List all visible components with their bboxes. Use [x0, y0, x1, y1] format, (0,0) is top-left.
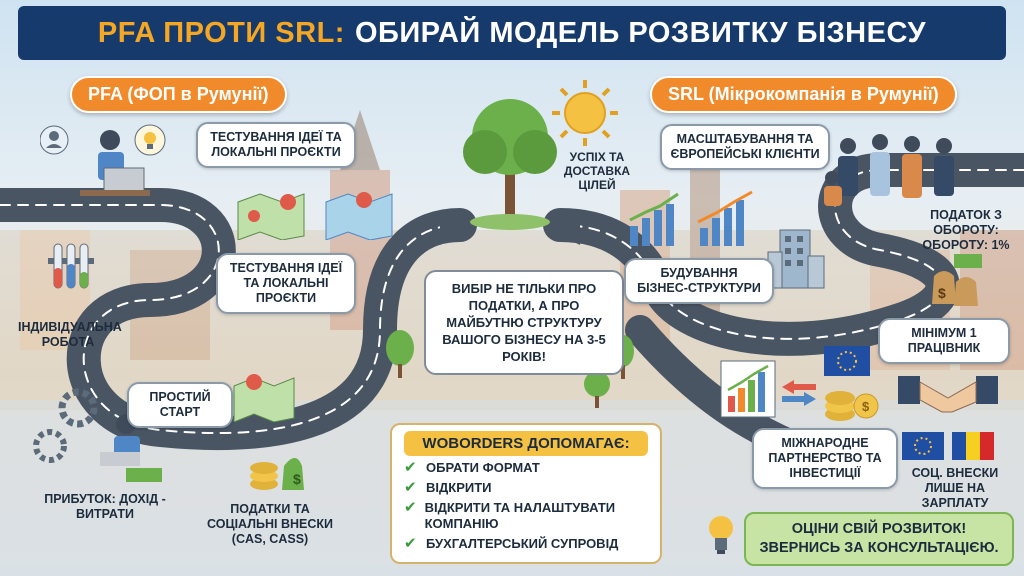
taxes-label: ПОДАТКИ ТА СОЦІАЛЬНІ ВНЕСКИ (CAS, CASS) [207, 502, 333, 546]
freelancer-laptop-illustration [40, 125, 150, 196]
individual-work-label: ІНДИВІДУАЛЬНА РОБОТА [18, 320, 122, 349]
min-worker-bubble: МІНІМУМ 1 ПРАЦІВНИК [878, 318, 1010, 364]
bar-chart-icon [720, 360, 776, 418]
check-icon: ✔ [404, 499, 417, 516]
turnover-tax-label: ПОДАТОК З ОБОРОТУ: ОБОРОТУ: 1% [922, 208, 1010, 252]
consultation-cta[interactable]: ОЦІНИ СВІЙ РОЗВИТОК! ЗВЕРНИСЬ ЗА КОНСУЛЬ… [744, 512, 1014, 566]
title-banner: PFA ПРОТИ SRL: ОБИРАЙ МОДЕЛЬ РОЗВИТКУ БІ… [18, 6, 1006, 60]
arrow-head-right [540, 210, 580, 245]
eu-flag-icon [824, 346, 870, 376]
map-pin-icon [237, 193, 305, 240]
lightbulb-cta-icon [709, 516, 733, 554]
help-item-text: ОБРАТИ ФОРМАТ [426, 460, 540, 475]
test-idea-top-bubble: ТЕСТУВАННЯ ІДЕЇ ТА ЛОКАЛЬНІ ПРОЄКТИ [196, 122, 356, 168]
growth-charts-icon [629, 190, 753, 246]
building-bubble: БУДУВАННЯ БІЗНЕС-СТРУКТУРИ [624, 258, 774, 304]
office-building-icon [767, 229, 825, 289]
team-people-illustration [824, 134, 954, 206]
help-item-text: ВІДКРИТИ [426, 480, 492, 495]
coins-icon: $ [825, 391, 879, 421]
help-item: ✔ БУХГАЛТЕРСЬКИЙ СУПРОВІД [404, 536, 648, 552]
exchange-arrows-icon [782, 380, 816, 406]
help-item: ✔ ВІДКРИТИ ТА НАЛАШТУВАТИ КОМПАНІЮ [404, 500, 648, 532]
check-icon: ✔ [404, 535, 417, 552]
success-tree-illustration [463, 99, 557, 230]
partnership-bubble: МІЖНАРОДНЕ ПАРТНЕРСТВО ТА ІНВЕСТИЦІЇ [752, 428, 898, 489]
check-icon: ✔ [404, 479, 417, 496]
handshake-icon [898, 376, 998, 413]
choice-box: ВИБІР НЕ ТІЛЬКИ ПРО ПОДАТКИ, А ПРО МАЙБУ… [424, 270, 624, 375]
scaling-bubble: МАСШТАБУВАННЯ ТА ЄВРОПЕЙСЬКІ КЛІЄНТИ [660, 124, 830, 170]
check-icon: ✔ [404, 459, 417, 476]
map-pin-icon-3 [233, 374, 295, 422]
map-pin-icon-2 [325, 192, 393, 240]
test-idea-mid-bubble: ТЕСТУВАННЯ ІДЕЇ ТА ЛОКАЛЬНІ ПРОЄКТИ [216, 253, 356, 314]
profit-label: ПРИБУТОК: ДОХІД - ВИТРАТИ [44, 492, 166, 521]
pfa-pill: PFA (ФОП в Румунії) [70, 76, 287, 113]
svg-text:$: $ [293, 471, 301, 487]
gears-freelancer-illustration [33, 388, 162, 482]
small-tree-icon [386, 330, 414, 378]
money-bags-icon: $ [932, 254, 982, 306]
social-label: СОЦ. ВНЕСКИ ЛИШЕ НА ЗАРПЛАТУ [911, 466, 999, 510]
help-item-text: БУХГАЛТЕРСЬКИЙ СУПРОВІД [426, 536, 619, 551]
money-coins-icon: $ [250, 458, 304, 490]
title-left: PFA ПРОТИ SRL: [97, 16, 345, 49]
title-right: ОБИРАЙ МОДЕЛЬ РОЗВИТКУ БІЗНЕСУ [354, 16, 927, 49]
arrow-head-left [440, 210, 480, 245]
srl-pill: SRL (Мікрокомпанія в Румунії) [650, 76, 957, 113]
help-title: WOBORDERS ДОПОМАГАЄ: [404, 431, 648, 456]
eu-romania-flags-icon [902, 432, 994, 460]
help-item: ✔ ОБРАТИ ФОРМАТ [404, 460, 648, 476]
small-tree-icon-3 [584, 371, 610, 408]
simple-start-bubble: ПРОСТИЙ СТАРТ [127, 382, 233, 428]
help-item-text: ВІДКРИТИ ТА НАЛАШТУВАТИ КОМПАНІЮ [424, 500, 616, 531]
sun-icon [552, 80, 618, 146]
help-item: ✔ ВІДКРИТИ [404, 480, 648, 496]
lightbulb-icon [134, 124, 166, 156]
tree-label: УСПІХ ТА ДОСТАВКА ЦІЛЕЙ [563, 150, 631, 192]
test-tubes-icon [48, 243, 94, 289]
woborders-help-box: WOBORDERS ДОПОМАГАЄ: ✔ ОБРАТИ ФОРМАТ ✔ ВІД… [390, 423, 662, 564]
svg-text:$: $ [862, 399, 870, 414]
svg-text:$: $ [938, 285, 946, 301]
